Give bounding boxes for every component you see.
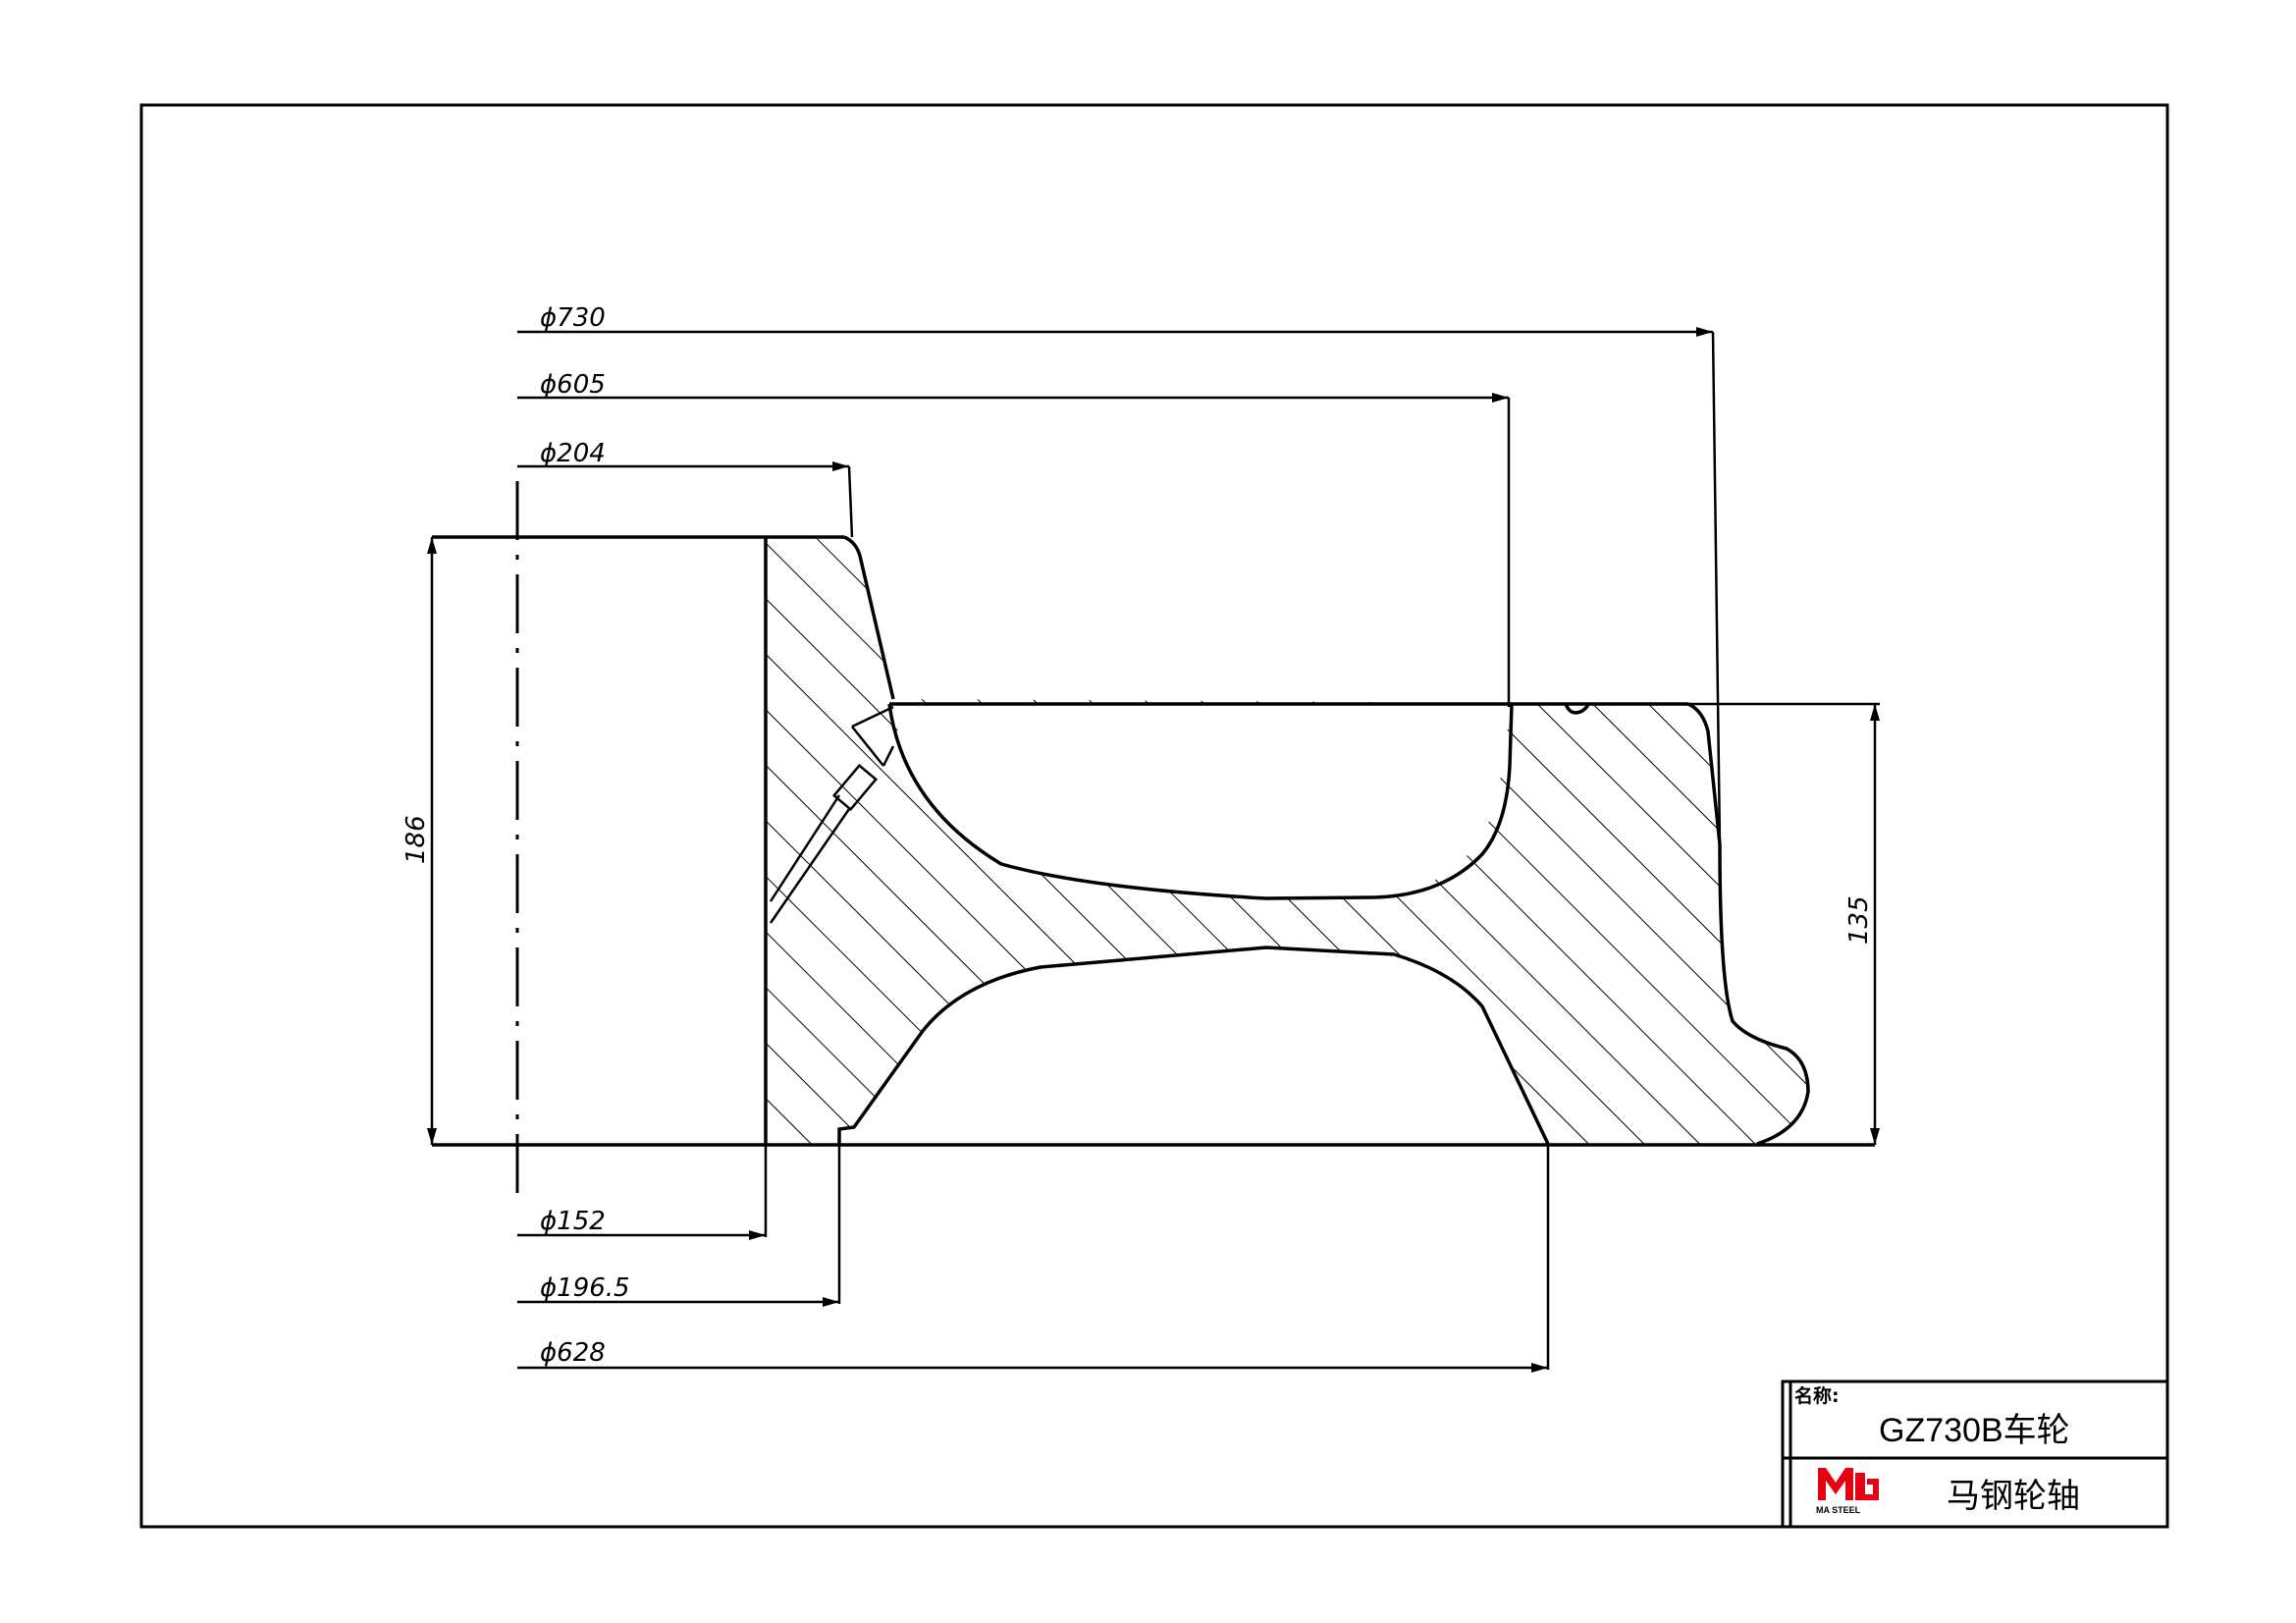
- dim-label-135: 135: [1844, 895, 1874, 945]
- dim-label-204: ϕ204: [540, 439, 606, 468]
- dimension-arrows-top: [832, 327, 1713, 471]
- title-block: [1781, 1380, 2169, 1529]
- dim-label-152: ϕ152: [540, 1207, 606, 1236]
- title-block-name-label: 名称:: [1794, 1384, 1840, 1407]
- wheel-outline: [432, 535, 1875, 1147]
- dim-label-628: ϕ628: [540, 1338, 606, 1368]
- drawing-frame: [139, 103, 2169, 1529]
- dim-label-196-5: ϕ196.5: [540, 1273, 630, 1303]
- dimension-lines-bottom: [517, 1145, 1550, 1370]
- height-dimensions: [430, 537, 1880, 1145]
- dimension-arrows-bottom: [749, 1230, 1548, 1373]
- dim-label-605: ϕ605: [540, 370, 606, 400]
- oil-hole: [769, 705, 895, 924]
- company-logo-text: MA STEEL: [1816, 1505, 1861, 1515]
- company-logo-icon: MA STEEL: [1816, 1468, 1879, 1515]
- dim-label-186: 186: [401, 815, 431, 864]
- web-cavity: [893, 704, 1512, 898]
- dim-label-730: ϕ730: [540, 303, 606, 333]
- height-arrows: [427, 537, 1880, 1145]
- title-block-company: 马钢轮轴: [1947, 1477, 2080, 1516]
- title-block-part-name: GZ730B车轮: [1879, 1412, 2070, 1449]
- dimension-lines-top: [517, 330, 1722, 845]
